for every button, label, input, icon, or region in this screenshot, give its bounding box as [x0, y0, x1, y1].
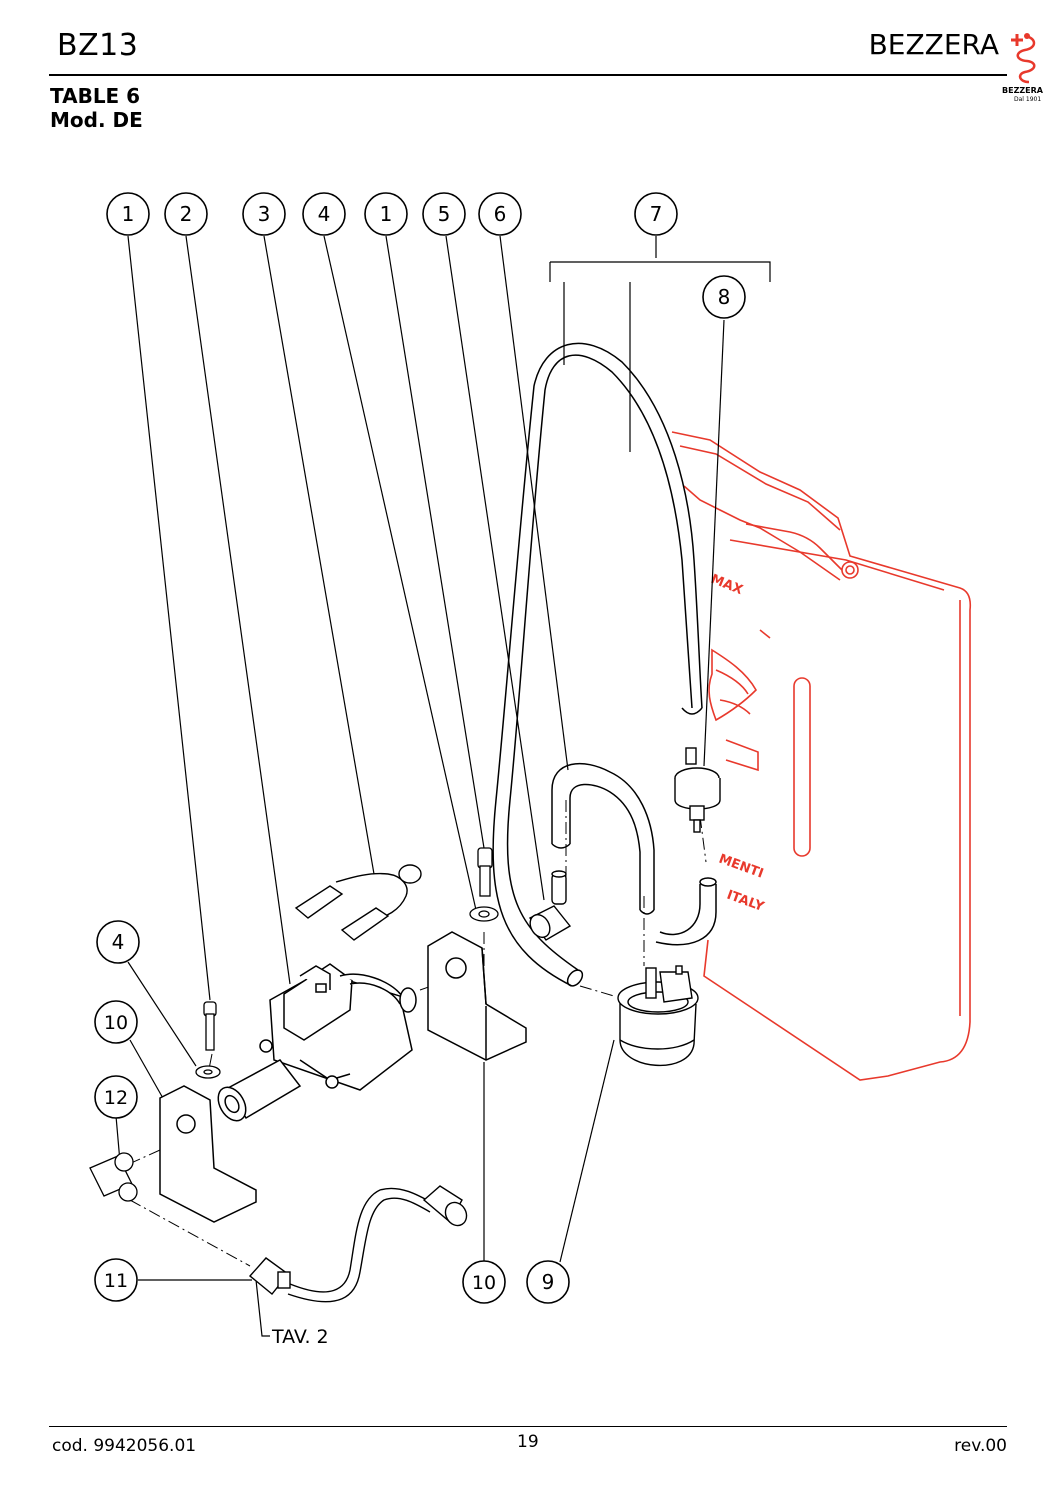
leader-lines	[115, 235, 771, 1337]
callout-10b: 10	[462, 1260, 506, 1304]
table-subtitle: Mod. DE	[50, 108, 143, 132]
header-rule	[49, 74, 1007, 76]
vibration-pump	[217, 963, 417, 1122]
svg-text:3: 3	[258, 202, 271, 226]
callout-12: 12	[94, 1075, 138, 1119]
svg-text:4: 4	[318, 202, 331, 226]
svg-text:4: 4	[112, 930, 125, 954]
table-title-block: TABLE 6 Mod. DE	[50, 84, 143, 132]
svg-text:10: 10	[104, 1012, 128, 1034]
pump-bracket-left	[159, 1085, 257, 1223]
svg-text:2: 2	[180, 202, 193, 226]
elbow-fitting	[528, 870, 572, 941]
pressure-hose	[248, 1185, 468, 1303]
callout-11: 11	[94, 1258, 138, 1302]
table-title: TABLE 6	[50, 84, 141, 108]
bezzera-logo-icon	[1011, 33, 1036, 84]
callout-2: 2	[164, 192, 208, 236]
callout-6: 6	[478, 192, 522, 236]
callout-9: 9	[526, 1260, 570, 1304]
reference-label: TAV. 2	[271, 1326, 329, 1348]
tank-max-label: MAX	[709, 572, 745, 598]
callout-4b: 4	[96, 920, 140, 964]
pump-fitting	[89, 1152, 138, 1202]
svg-text:10: 10	[472, 1272, 496, 1294]
screw-and-washer-left	[195, 1001, 221, 1079]
svg-text:1: 1	[380, 202, 393, 226]
logo-since: Dal 1901	[1014, 96, 1042, 103]
u-hose	[551, 762, 655, 915]
svg-text:9: 9	[542, 1270, 555, 1294]
svg-text:7: 7	[650, 202, 663, 226]
document-code: cod. 9942056.01	[52, 1436, 197, 1456]
flowmeter	[617, 965, 699, 1066]
footer-rule	[49, 1426, 1007, 1427]
callout-5: 5	[422, 192, 466, 236]
pump-bracket-right	[427, 931, 527, 1061]
ground-cable	[294, 864, 422, 941]
brand-name: BEZZERA	[868, 28, 999, 61]
callout-3: 3	[242, 192, 286, 236]
suction-hose	[492, 342, 703, 987]
tank-italy-label: ITALY	[725, 888, 767, 915]
revision-label: rev.00	[954, 1436, 1007, 1456]
callout-7: 7	[634, 192, 678, 236]
svg-text:8: 8	[718, 285, 731, 309]
water-tank	[671, 431, 972, 1081]
screw-and-washer-right	[469, 847, 499, 922]
callout-4: 4	[302, 192, 346, 236]
callout-8: 8	[702, 275, 746, 319]
tank-alimenti-label: MENTI	[717, 852, 766, 882]
callout-10a: 10	[94, 1000, 138, 1044]
callout-1: 1	[106, 192, 150, 236]
svg-text:1: 1	[122, 202, 135, 226]
model-name: BZ13	[57, 28, 139, 63]
svg-text:5: 5	[438, 202, 451, 226]
check-valve	[674, 747, 721, 833]
svg-text:12: 12	[104, 1087, 128, 1109]
page-number: 19	[517, 1432, 539, 1452]
svg-text:11: 11	[104, 1270, 128, 1292]
logo-wordmark: BEZZERA	[1002, 86, 1043, 95]
callout-1b: 1	[364, 192, 408, 236]
svg-text:6: 6	[494, 202, 507, 226]
callouts: 1 2 3 4 1 5 6 7 8 4 10 12 11 10 9	[94, 192, 746, 1304]
return-hose	[655, 877, 717, 946]
assembly-axes	[119, 800, 707, 1267]
